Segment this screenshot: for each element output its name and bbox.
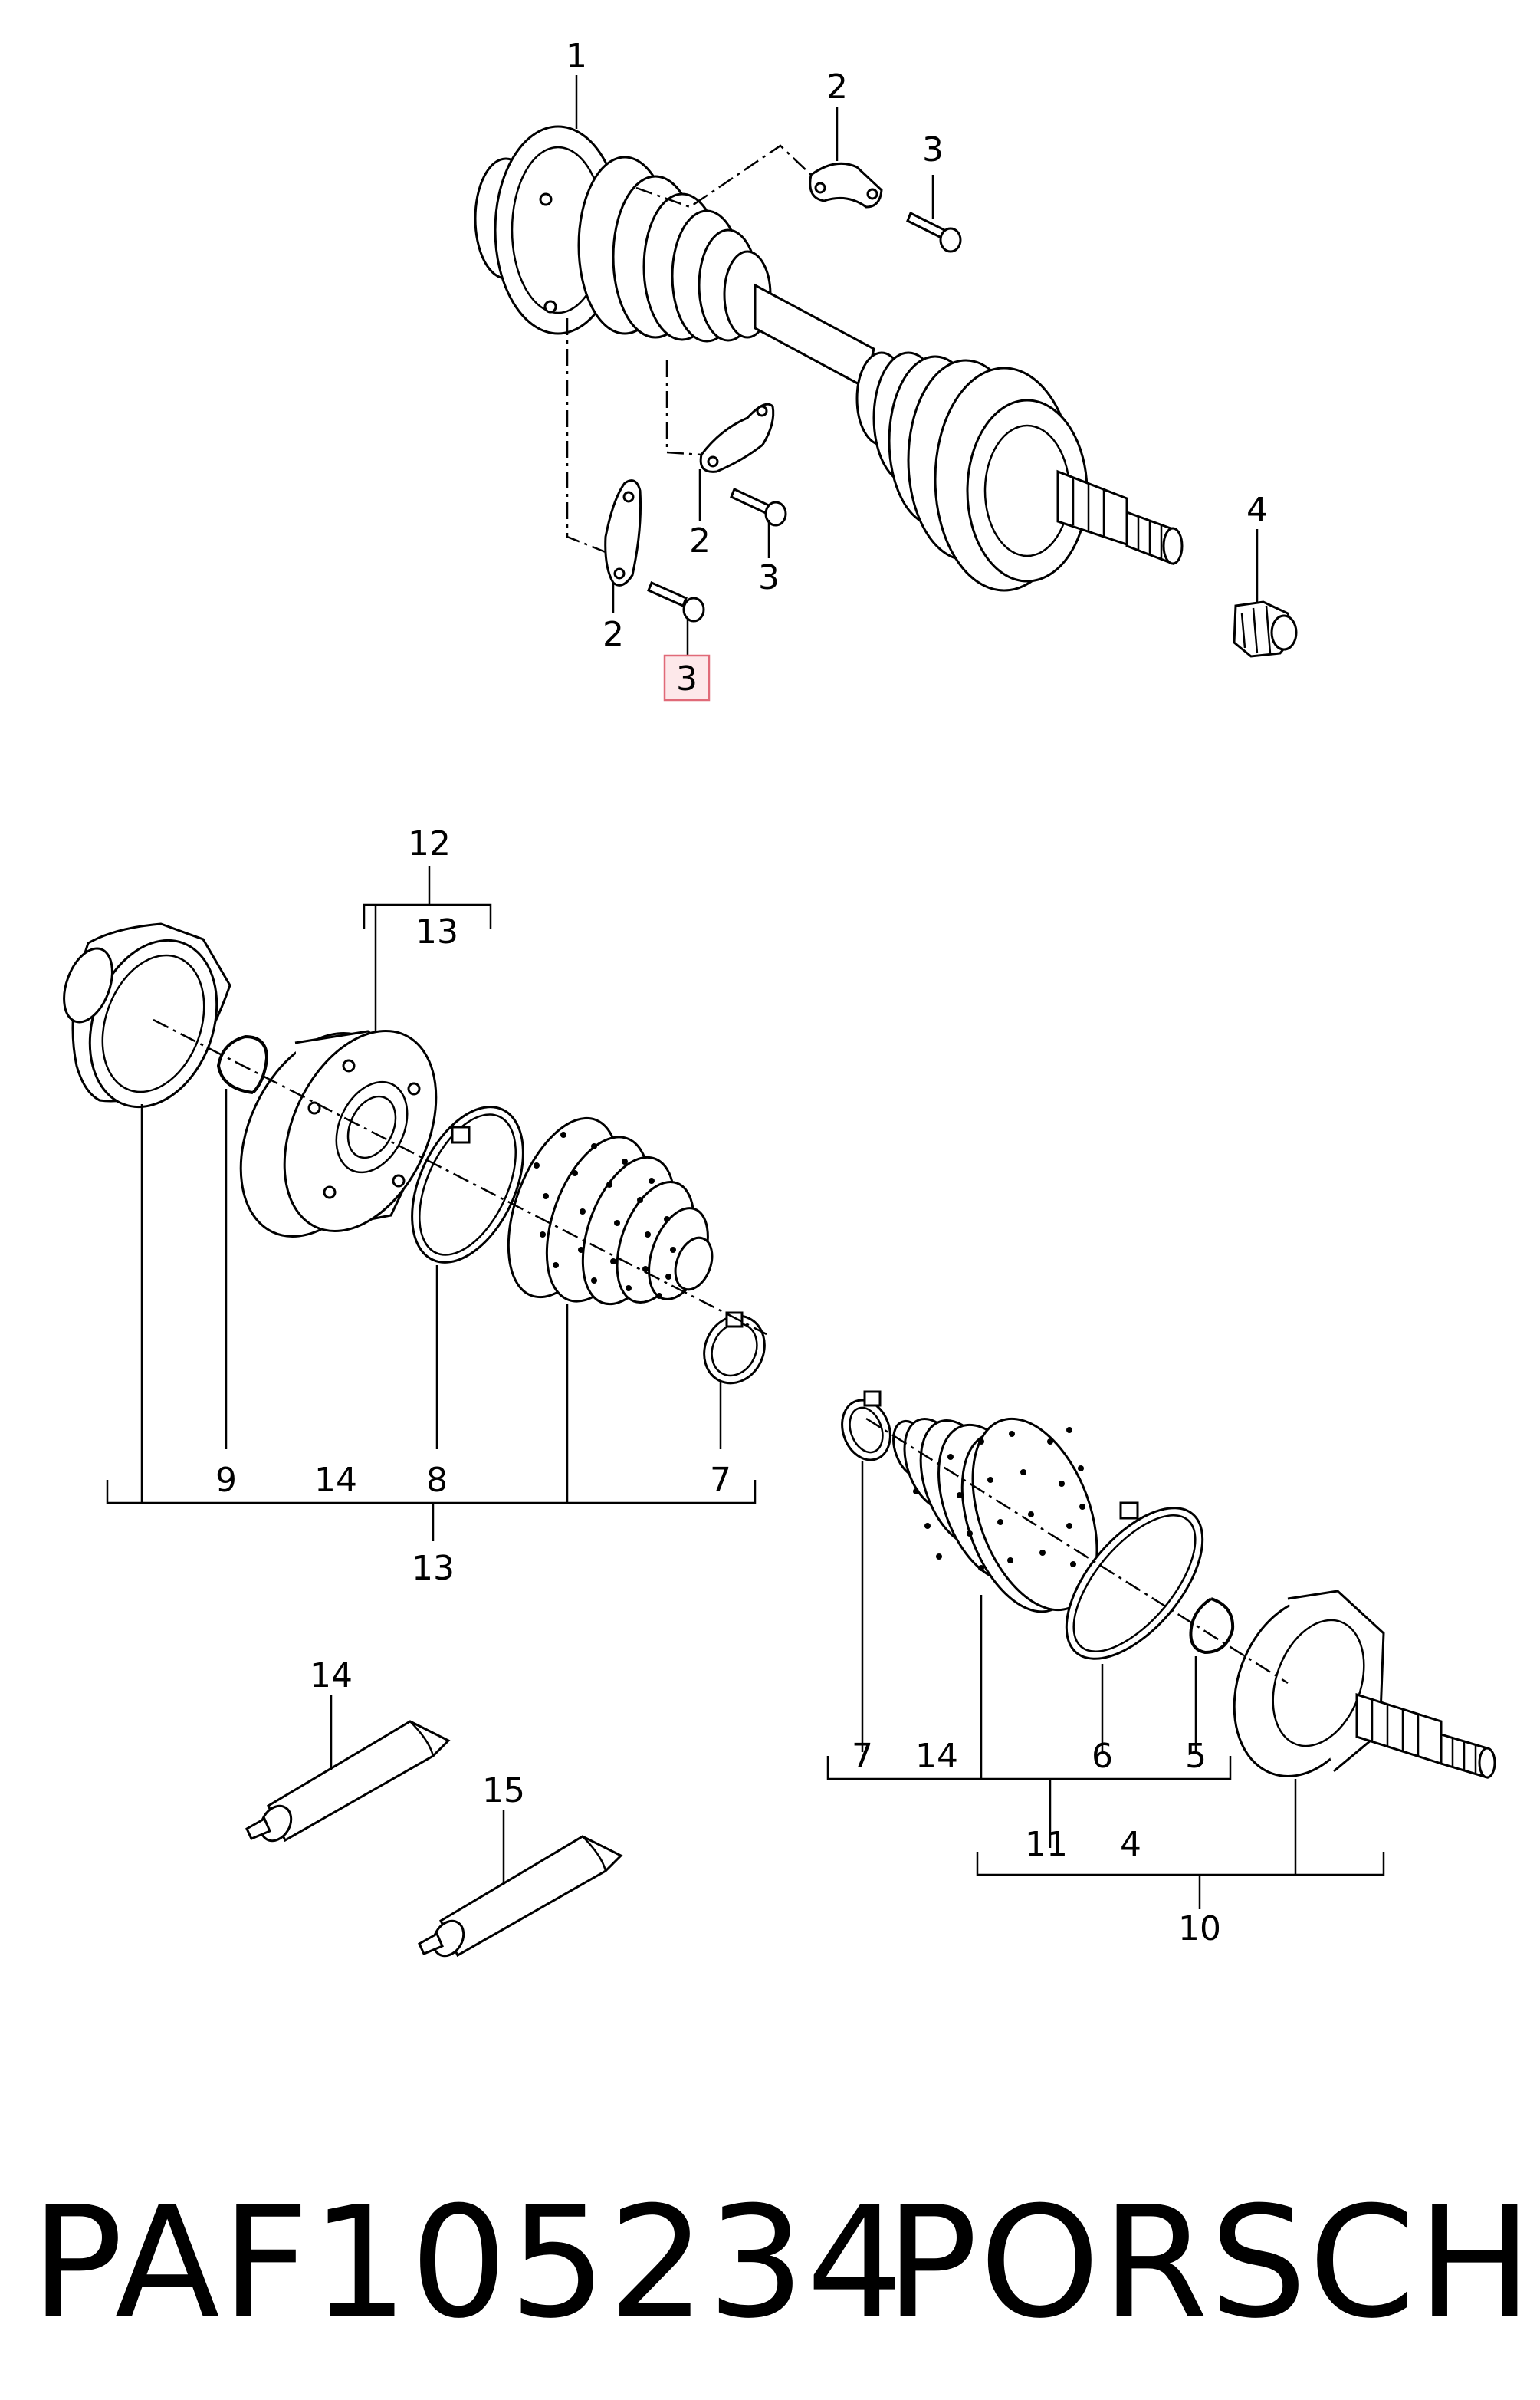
outer-cv-joint[interactable] — [1210, 1578, 1496, 1796]
footer-part-number: PAF105234 — [31, 2174, 905, 2352]
drive-shaft-assembly[interactable] — [474, 125, 1184, 592]
bolt-middle[interactable] — [730, 487, 787, 527]
callout-circlip-outer: 5 — [1185, 1737, 1207, 1776]
callout-grease-tube-b: 15 — [482, 1771, 525, 1810]
callout-circlip-inner: 9 — [215, 1461, 237, 1500]
bolt-lower[interactable] — [647, 580, 705, 623]
callout-nut-top: 4 — [1246, 491, 1268, 530]
callout-kit-bottom: 13 — [412, 1549, 455, 1588]
boot-clamp-large-outer[interactable] — [1041, 1484, 1228, 1682]
callout-bracket-c: 2 — [603, 615, 624, 654]
joint-cover-cap[interactable] — [55, 922, 239, 1125]
callout-kit-top-sub: 13 — [415, 912, 458, 952]
callout-bracket-a: 2 — [826, 67, 848, 107]
callout-clamp-small-inner: 7 — [710, 1461, 731, 1500]
grease-tube-14[interactable] — [245, 1720, 451, 1846]
callout-kit-top: 12 — [408, 824, 451, 863]
callout-bolt-a: 3 — [922, 130, 944, 169]
boot-clamp-large-inner[interactable] — [389, 1090, 546, 1280]
retaining-bracket-middle[interactable] — [699, 403, 775, 473]
circlip-outer[interactable] — [1189, 1597, 1235, 1655]
callout-grease-inner: 14 — [314, 1461, 357, 1500]
boot-clamp-small-inner[interactable] — [694, 1306, 776, 1393]
callout-nut-outer: 4 — [1120, 1825, 1141, 1864]
retaining-bracket-top[interactable] — [809, 162, 883, 209]
retaining-bracket-lower[interactable] — [604, 479, 642, 587]
bolt-top[interactable] — [906, 211, 962, 253]
callout-kit-a: 11 — [1025, 1825, 1068, 1864]
hub-nut[interactable] — [1233, 600, 1298, 658]
callout-clamp-small-outer: 7 — [852, 1737, 873, 1776]
highlight-box[interactable] — [663, 654, 711, 702]
inner-cv-joint[interactable] — [210, 1007, 466, 1261]
callout-kit-b: 10 — [1178, 1909, 1221, 1948]
callout-bracket-b: 2 — [689, 521, 711, 561]
callout-clamp-large-outer: 6 — [1092, 1737, 1113, 1776]
circlip-inner[interactable] — [216, 1034, 269, 1094]
callout-clamp-large-inner: 8 — [426, 1461, 448, 1500]
callout-grease-outer: 14 — [915, 1737, 958, 1776]
callout-bolt-b: 3 — [758, 558, 780, 597]
inner-boot[interactable] — [487, 1103, 719, 1317]
callout-shaft: 1 — [566, 37, 587, 76]
callout-bolt-c-highlighted: 3 — [676, 659, 698, 699]
callout-grease-tube-a: 14 — [310, 1656, 353, 1695]
boot-clamp-small-outer[interactable] — [834, 1390, 898, 1467]
footer-brand: PORSCHE — [885, 2174, 1540, 2352]
grease-tube-15[interactable] — [418, 1835, 623, 1961]
